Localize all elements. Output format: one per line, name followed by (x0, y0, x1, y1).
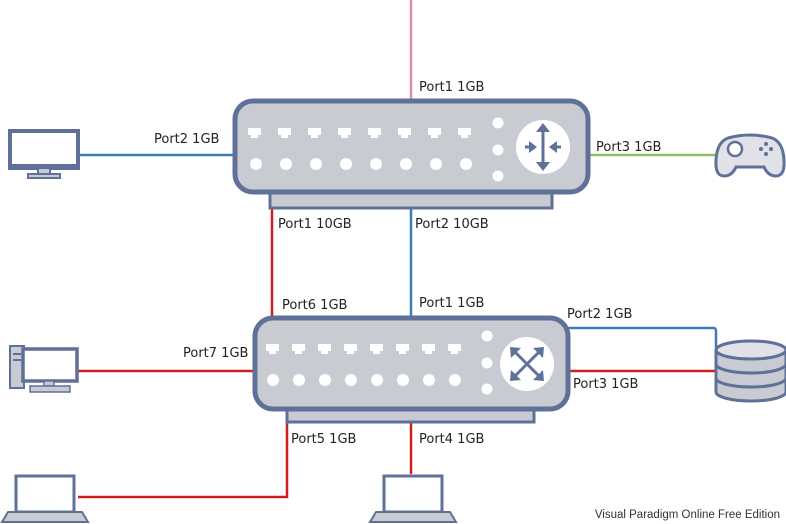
watermark: Visual Paradigm Online Free Edition (595, 509, 780, 521)
laptop-icon[interactable] (368, 474, 458, 523)
top-router-leds (250, 117, 504, 182)
router-arrows-icon (516, 120, 570, 174)
database-icon[interactable] (714, 339, 786, 403)
link-label-top-port1-10gb: Port1 10GB (278, 217, 352, 232)
switch-to-database-blue-line (568, 326, 718, 348)
link-label-top-port2: Port2 1GB (154, 132, 219, 147)
link-label-switch-port6: Port6 1GB (282, 298, 347, 313)
link-label-top-uplink: Port1 1GB (419, 80, 484, 95)
switch-arrows-icon (500, 337, 554, 391)
switch-to-laptop-left-line (78, 420, 289, 499)
link-label-switch-port5: Port5 1GB (291, 432, 356, 447)
top-router[interactable] (232, 98, 591, 210)
monitor-icon[interactable] (8, 129, 80, 179)
link-label-switch-port7: Port7 1GB (183, 346, 248, 361)
bottom-switch[interactable] (252, 315, 571, 424)
bottom-switch-leds (267, 330, 493, 395)
link-label-switch-port4: Port4 1GB (419, 432, 484, 447)
link-label-switch-port3: Port3 1GB (573, 377, 638, 392)
gamepad-icon[interactable] (714, 133, 786, 178)
laptop-icon[interactable] (0, 474, 90, 523)
link-label-switch-port2: Port2 1GB (567, 307, 632, 322)
link-label-top-port3: Port3 1GB (596, 140, 661, 155)
connections (78, 0, 718, 499)
link-label-top-port2-10gb: Port2 10GB (415, 217, 489, 232)
link-labels: Port1 1GB Port2 1GB Port3 1GB Port1 10GB… (154, 80, 661, 447)
link-label-switch-port1: Port1 1GB (419, 296, 484, 311)
desktop-pc-icon[interactable] (9, 345, 79, 393)
